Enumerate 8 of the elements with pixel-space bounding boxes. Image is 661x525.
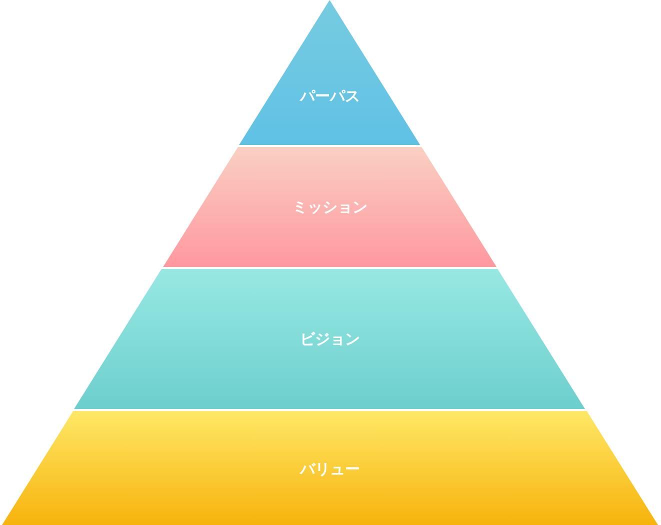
tier-label: パーパス: [300, 87, 360, 105]
tier-label: ビジョン: [300, 330, 360, 348]
tier-label: ミッション: [292, 198, 368, 216]
tier-label: バリュー: [300, 460, 360, 478]
pyramid-tier: [239, 0, 421, 145]
pyramid-tier: [163, 147, 497, 267]
pyramid-tier: [2, 411, 658, 525]
pyramid-tier: [74, 269, 586, 409]
